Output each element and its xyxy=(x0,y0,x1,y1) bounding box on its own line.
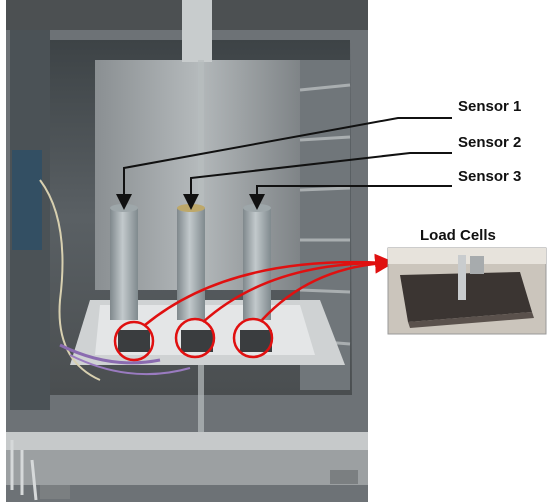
load-cell-block-2 xyxy=(181,330,213,352)
connector-curve-3 xyxy=(261,253,395,321)
highlight-circle-3 xyxy=(232,317,274,359)
sensor-2-arrow xyxy=(183,152,452,210)
load-cell-block-3 xyxy=(240,330,272,352)
sensor-1-label: Sensor 1 xyxy=(458,98,522,115)
sensor-1-arrow xyxy=(116,117,452,210)
sensor-tube-3 xyxy=(243,204,271,320)
highlight-circle-2 xyxy=(174,317,216,359)
sensor-3-label: Sensor 3 xyxy=(458,168,522,185)
load-cell-inset xyxy=(387,247,547,335)
connector-curve-2 xyxy=(202,261,386,323)
highlight-circle-1 xyxy=(113,320,155,362)
sensor-tube-1 xyxy=(110,204,138,320)
sensor-2-label: Sensor 2 xyxy=(458,134,522,151)
sensor-tube-2 xyxy=(177,204,205,320)
sensor-3-arrow xyxy=(249,185,452,210)
connector-curve-1 xyxy=(144,260,386,326)
load-cells-label: Load Cells xyxy=(420,227,496,244)
load-cell-block-1 xyxy=(118,330,150,352)
